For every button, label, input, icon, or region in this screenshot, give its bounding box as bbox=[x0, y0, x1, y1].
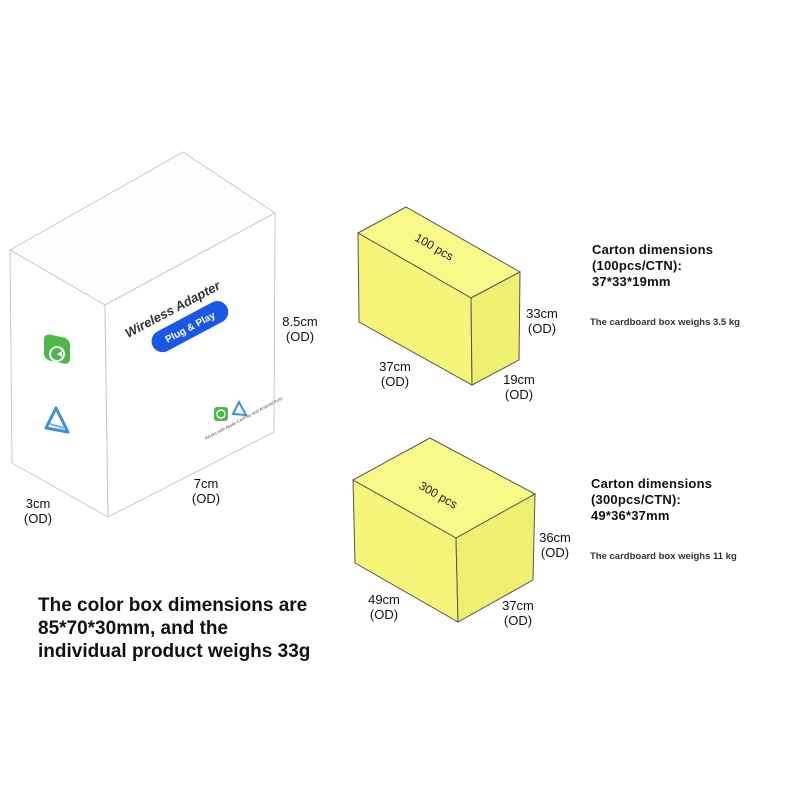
carton-100-length-note: (OD) bbox=[380, 374, 410, 389]
summary-line-1: The color box dimensions are bbox=[38, 595, 308, 616]
product-box-front-face bbox=[104, 212, 276, 518]
plug-and-play-badge bbox=[151, 301, 229, 353]
carton-100-weight: The cardboard box weighs 3.5 kg bbox=[590, 317, 740, 328]
carton-300-height-value: 36cm bbox=[539, 530, 571, 545]
product-depth-label: 3cm (OD) bbox=[16, 496, 60, 526]
product-height-value: 8.5cm bbox=[282, 314, 318, 329]
carton-100pcs bbox=[356, 206, 522, 386]
summary-line-2: 85*70*30mm, and the bbox=[38, 618, 229, 639]
color-box-summary: The color box dimensions are 85*70*30mm,… bbox=[38, 594, 368, 663]
product-width-label: 7cm (OD) bbox=[184, 476, 228, 506]
product-depth-value: 3cm bbox=[25, 496, 51, 511]
product-color-box bbox=[8, 151, 276, 518]
carton-100-height-label: 33cm (OD) bbox=[522, 306, 562, 336]
carton-300-title-line-1: Carton dimensions bbox=[591, 476, 713, 491]
product-width-value: 7cm bbox=[193, 476, 219, 491]
carton-100-title-line-1: Carton dimensions bbox=[592, 242, 714, 257]
carton-300-side-face bbox=[455, 493, 536, 623]
front-android-auto-icon bbox=[231, 399, 248, 417]
carton-100-side-face bbox=[470, 271, 521, 386]
android-auto-icon bbox=[44, 406, 70, 434]
carton-300-length-value: 49cm bbox=[368, 592, 400, 607]
carton-300-height-note: (OD) bbox=[540, 545, 570, 560]
front-carplay-icon bbox=[214, 407, 228, 421]
carton-300-title-line-3: 49*36*37mm bbox=[591, 508, 670, 523]
carton-100-title-line-3: 37*33*19mm bbox=[592, 274, 671, 289]
carton-100-height-value: 33cm bbox=[526, 306, 558, 321]
carton-300pcs bbox=[351, 437, 537, 623]
carton-100-length-value: 37cm bbox=[379, 359, 411, 374]
carton-100-height-note: (OD) bbox=[527, 321, 557, 336]
summary-line-3: individual product weighs 33g bbox=[38, 641, 311, 662]
carton-300-title: Carton dimensions (300pcs/CTN): 49*36*37… bbox=[591, 476, 791, 524]
carton-100-title-line-2: (100pcs/CTN): bbox=[592, 258, 683, 273]
carton-100-title: Carton dimensions (100pcs/CTN): 37*33*19… bbox=[592, 242, 792, 290]
carton-300-depth-note: (OD) bbox=[503, 613, 533, 628]
carton-300-depth-label: 37cm (OD) bbox=[498, 598, 538, 628]
carton-100-depth-label: 19cm (OD) bbox=[499, 372, 539, 402]
product-depth-note: (OD) bbox=[23, 511, 53, 526]
carton-300-weight: The cardboard box weighs 11 kg bbox=[590, 551, 737, 562]
carton-100-depth-value: 19cm bbox=[503, 372, 535, 387]
carton-300-title-line-2: (300pcs/CTN): bbox=[591, 492, 682, 507]
carton-100-depth-note: (OD) bbox=[504, 387, 534, 402]
product-height-note: (OD) bbox=[285, 329, 315, 344]
product-width-note: (OD) bbox=[191, 491, 221, 506]
carton-300-length-label: 49cm (OD) bbox=[364, 592, 404, 622]
carton-100-length-label: 37cm (OD) bbox=[375, 359, 415, 389]
carplay-icon bbox=[44, 334, 70, 364]
product-height-label: 8.5cm (OD) bbox=[278, 314, 322, 344]
carton-300-depth-value: 37cm bbox=[502, 598, 534, 613]
carton-300-height-label: 36cm (OD) bbox=[535, 530, 575, 560]
carton-300-length-note: (OD) bbox=[369, 607, 399, 622]
